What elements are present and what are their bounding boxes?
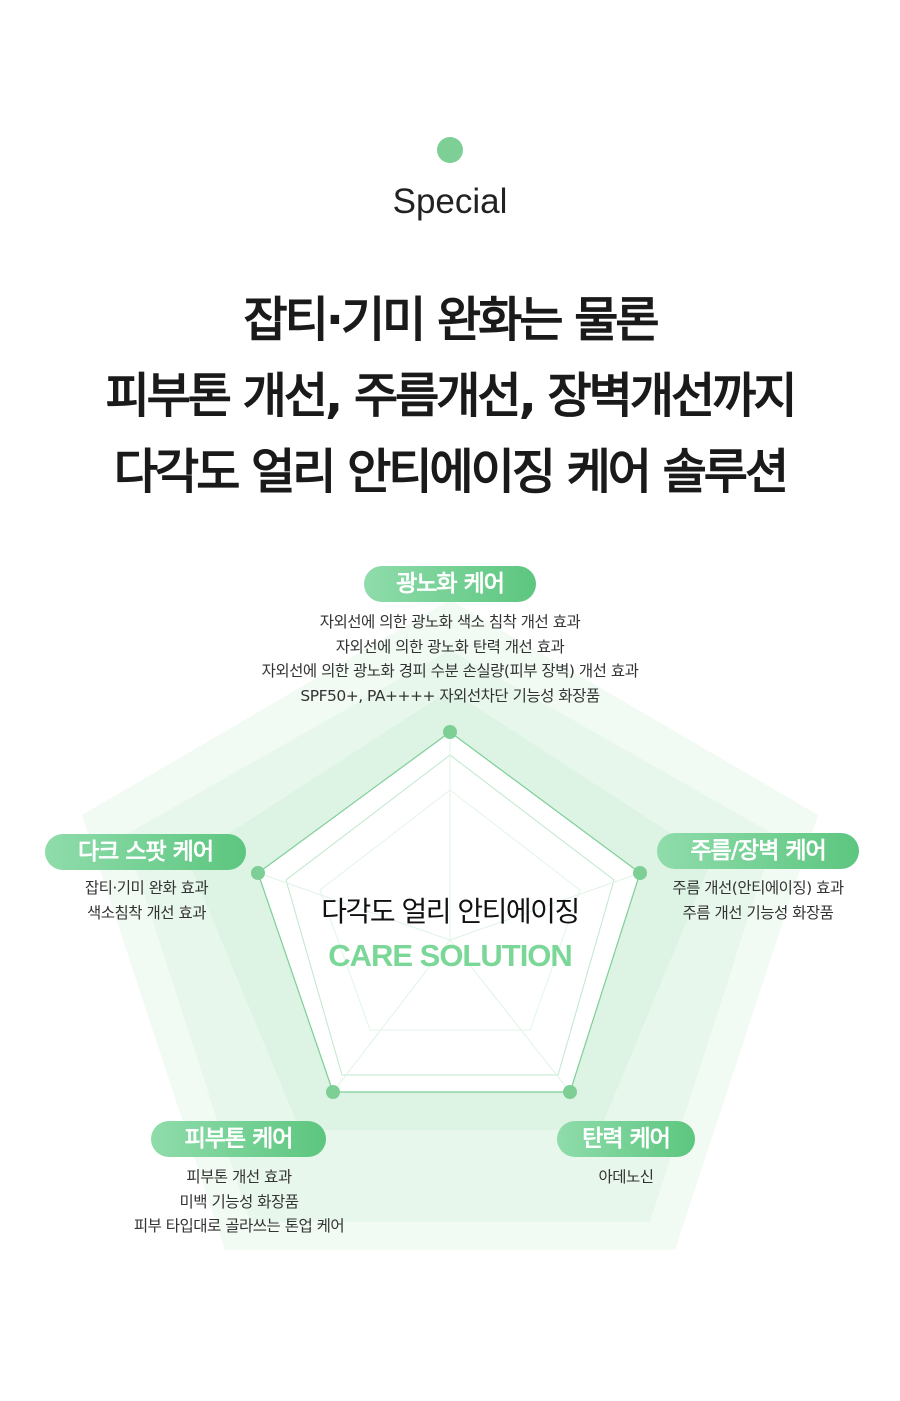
headline: 잡티·기미 완화는 물론 피부톤 개선, 주름개선, 장벽개선까지 다각도 얼리…	[0, 282, 900, 510]
headline-line: 피부톤 개선, 주름개선, 장벽개선까지	[105, 368, 797, 424]
headline-line: 잡티·기미 완화는 물론	[243, 292, 659, 348]
category-skin-tone: 피부톤 케어	[151, 1121, 326, 1157]
category-wrinkle-barrier-desc: 주름 개선(안티에이징) 효과 주름 개선 기능성 화장품	[640, 876, 876, 925]
vertex-dot	[251, 866, 265, 880]
desc-item: 색소침착 개선 효과	[87, 903, 206, 922]
category-dark-spot-desc: 잡티·기미 완화 효과 색소침착 개선 효과	[50, 876, 243, 925]
desc-item: 자외선에 의한 광노화 경피 수분 손실량(피부 장벽) 개선 효과	[261, 662, 639, 680]
category-skin-tone-desc: 피부톤 개선 효과 미백 기능성 화장품 피부 타입대로 골라쓰는 톤업 케어	[100, 1165, 378, 1239]
category-wrinkle-barrier: 주름/장벽 케어	[657, 833, 859, 869]
desc-item: 자외선에 의한 광노화 탄력 개선 효과	[335, 637, 565, 656]
desc-item: 주름 개선(안티에이징) 효과	[672, 879, 844, 897]
headline-line: 다각도 얼리 안티에이징 케어 솔루션	[113, 444, 789, 500]
desc-item: 피부톤 개선 효과	[186, 1168, 292, 1186]
desc-item: 주름 개선 기능성 화장품	[682, 903, 834, 922]
vertex-dot	[443, 725, 457, 739]
desc-item: 미백 기능성 화장품	[179, 1192, 299, 1211]
category-photoaging-desc: 자외선에 의한 광노화 색소 침착 개선 효과 자외선에 의한 광노화 탄력 개…	[200, 610, 700, 708]
radar-plate	[257, 731, 641, 1093]
vertex-dot	[563, 1085, 577, 1099]
center-title: 다각도 얼리 안티에이징	[321, 895, 580, 928]
category-elasticity-desc: 아데노신	[546, 1165, 706, 1190]
desc-item: 잡티·기미 완화 효과	[84, 879, 209, 897]
category-dark-spot: 다크 스팟 케어	[45, 834, 246, 870]
accent-dot	[437, 137, 463, 163]
desc-item: 피부 타입대로 골라쓰는 톤업 케어	[133, 1217, 345, 1235]
desc-item: SPF50+, PA++++ 자외선차단 기능성 화장품	[300, 686, 600, 705]
desc-item: 아데노신	[598, 1168, 654, 1186]
section-label: Special	[392, 182, 508, 221]
vertex-dot	[326, 1085, 340, 1099]
category-photoaging: 광노화 케어	[364, 566, 536, 602]
vertex-dot	[633, 866, 647, 880]
category-elasticity: 탄력 케어	[557, 1121, 695, 1157]
center-subtitle: CARE SOLUTION	[328, 938, 573, 973]
desc-item: 자외선에 의한 광노화 색소 침착 개선 효과	[319, 613, 581, 631]
